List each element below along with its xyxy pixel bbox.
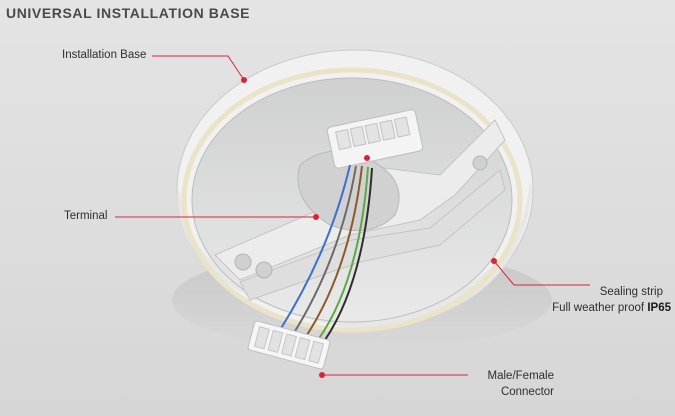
screw-hole-left-1 — [234, 253, 252, 271]
sealing-strip-line2-prefix: Full weather proof — [552, 302, 648, 314]
callout-sealing-strip: Sealing strip Full weather proof IP65 — [552, 284, 671, 316]
connector-line2: Connector — [500, 386, 554, 398]
leader-installation-base — [152, 55, 245, 81]
screw-hole-left-2 — [255, 261, 273, 279]
leader-lines — [115, 55, 590, 376]
ip-rating: IP65 — [647, 302, 671, 314]
sealing-strip-line1: Sealing strip — [599, 286, 663, 298]
screw-hole-right — [472, 155, 488, 171]
dot-connector — [319, 372, 325, 378]
connector-line1: Male/Female — [487, 370, 554, 382]
dot-installation-base — [241, 77, 247, 83]
callout-dots — [241, 77, 497, 378]
callout-connector: Male/Female Connector — [470, 368, 554, 400]
page-title: UNIVERSAL INSTALLATION BASE — [6, 5, 251, 21]
dot-terminal — [313, 214, 319, 220]
bracket-ridge — [239, 169, 506, 301]
sealing-strip — [181, 67, 523, 333]
wire-bundle — [279, 164, 373, 341]
terminal-block — [326, 109, 424, 169]
callout-terminal: Terminal — [64, 210, 108, 222]
dot-sealing-strip — [491, 258, 497, 264]
leader-sealing-strip — [493, 260, 590, 286]
dot-terminal-block — [364, 155, 370, 161]
sealing-strip-line2: Full weather proof IP65 — [552, 300, 671, 316]
male-female-connector — [247, 320, 331, 370]
callout-installation-base: Installation Base — [62, 49, 147, 61]
